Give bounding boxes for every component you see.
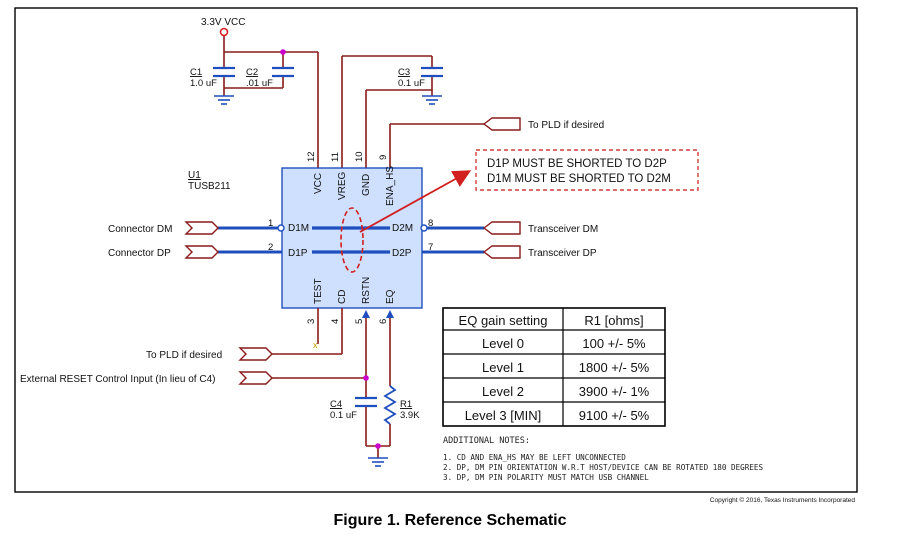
figure-caption: Figure 1. Reference Schematic — [333, 512, 567, 529]
pin-d1m: D1M — [288, 223, 309, 234]
pin-num-4: 4 — [330, 319, 341, 324]
ground-symbol-c1 — [214, 95, 234, 105]
c4-plates — [355, 396, 377, 408]
connector-dm-flag — [184, 221, 219, 235]
r1-resistor — [383, 385, 397, 425]
connector-dm-label: Connector DM — [108, 224, 172, 235]
chip-part: TUSB211 — [188, 181, 231, 192]
eq-table-header: EQ gain setting — [459, 313, 548, 328]
test-pin-nc: x — [313, 340, 318, 350]
copyright: Copyright © 2016, Texas Instruments Inco… — [710, 496, 856, 504]
pin-d2p: D2P — [392, 248, 412, 259]
ext-reset-label: External RESET Control Input (In lieu of… — [20, 374, 215, 385]
ext-reset-flag — [238, 371, 273, 385]
pin-gnd: GND — [361, 174, 372, 196]
eq-table-cell: Level 0 — [482, 336, 524, 351]
schematic-frame — [14, 7, 858, 493]
eq-table-cell: 100 +/- 5% — [582, 336, 646, 351]
ground-symbol-bottom — [368, 457, 388, 467]
c2-val: .01 uF — [246, 78, 273, 89]
connector-dp-flag — [184, 245, 219, 259]
r1-ref: R1 — [400, 399, 412, 410]
eq-table-cell: Level 3 [MIN] — [465, 408, 542, 423]
to-pld-bottom-flag — [238, 347, 273, 361]
bottom-wires — [272, 308, 391, 458]
pin-num-2: 2 — [268, 242, 273, 253]
note-arrow — [359, 170, 472, 233]
eq-table-cell: 3900 +/- 1% — [579, 384, 650, 399]
c4-val: 0.1 uF — [330, 410, 357, 421]
vcc-terminal — [219, 27, 229, 37]
pin8-bubble — [420, 224, 428, 232]
note-line-1: D1P MUST BE SHORTED TO D2P — [487, 158, 667, 170]
to-pld-top-flag — [482, 117, 521, 131]
cap-plates — [213, 66, 443, 78]
pin-num-10: 10 — [354, 151, 365, 162]
transceiver-dm-label: Transceiver DM — [528, 224, 598, 235]
pin-num-8: 8 — [428, 218, 433, 229]
additional-note: 1. CD AND ENA_HS MAY BE LEFT UNCONNECTED — [443, 453, 626, 462]
note-box — [475, 149, 699, 191]
c3-ref: C3 — [398, 67, 410, 78]
note-line-2: D1M MUST BE SHORTED TO D2M — [487, 173, 671, 185]
r1-val: 3.9K — [400, 410, 420, 421]
eq-table-cell: 9100 +/- 5% — [579, 408, 650, 423]
power-rail — [223, 32, 484, 168]
transceiver-dm-flag — [482, 221, 521, 235]
pin-test: TEST — [313, 278, 324, 304]
left-wires — [218, 226, 282, 254]
pin-eq: EQ — [385, 289, 396, 304]
to-pld-bottom-label: To PLD if desired — [146, 350, 222, 361]
internal-bus — [312, 226, 390, 254]
pin-num-9: 9 — [378, 155, 389, 160]
pin-rstn: RSTN — [361, 277, 372, 304]
eq-table-cell: 1800 +/- 5% — [579, 360, 650, 375]
pin-cd: CD — [337, 290, 348, 304]
pin-d1p: D1P — [288, 248, 308, 259]
pin-num-1: 1 — [268, 218, 273, 229]
pin-vcc: VCC — [313, 173, 324, 194]
pin-ena-hs: ENA_HS — [385, 166, 396, 206]
power-label: 3.3V VCC — [201, 17, 245, 28]
pin-vreg: VREG — [337, 171, 348, 200]
junction-dot — [375, 443, 381, 449]
c1-ref: C1 — [190, 67, 202, 78]
ground-symbol-c3 — [422, 95, 442, 105]
eq-table: EQ gain setting R1 [ohms] Level 0 100 +/… — [442, 307, 666, 427]
transceiver-dp-flag — [482, 245, 521, 259]
junction-dot — [280, 49, 286, 55]
additional-note: 2. DP, DM PIN ORIENTATION W.R.T HOST/DEV… — [443, 463, 763, 472]
connector-dp-label: Connector DP — [108, 248, 171, 259]
c2-ref: C2 — [246, 67, 258, 78]
pin-num-11: 11 — [330, 152, 341, 162]
transceiver-dp-label: Transceiver DP — [528, 248, 597, 259]
to-pld-top-label: To PLD if desired — [528, 120, 604, 131]
short-highlight — [340, 207, 364, 273]
pin-num-6: 6 — [378, 319, 389, 324]
pin1-bubble — [277, 224, 285, 232]
eq-table-cell: Level 2 — [482, 384, 524, 399]
pin-num-12: 12 — [306, 151, 317, 162]
eq-table-header: R1 [ohms] — [584, 313, 643, 328]
additional-note: 3. DP, DM PIN POLARITY MUST MATCH USB CH… — [443, 473, 649, 482]
c3-val: 0.1 uF — [398, 78, 425, 89]
eq-table-cell: Level 1 — [482, 360, 524, 375]
pin-d2m: D2M — [392, 223, 413, 234]
chip-body — [281, 167, 423, 309]
pin-num-5: 5 — [354, 319, 365, 324]
junction-dot — [363, 375, 369, 381]
pin-entry-arrows — [362, 310, 394, 318]
c1-val: 1.0 uF — [190, 78, 217, 89]
pin-num-3: 3 — [306, 319, 317, 324]
chip-ref: U1 — [188, 170, 201, 181]
pin-num-7: 7 — [428, 242, 433, 253]
additional-notes-title: ADDITIONAL NOTES: — [443, 436, 530, 446]
c4-ref: C4 — [330, 399, 342, 410]
right-wires — [422, 226, 484, 254]
